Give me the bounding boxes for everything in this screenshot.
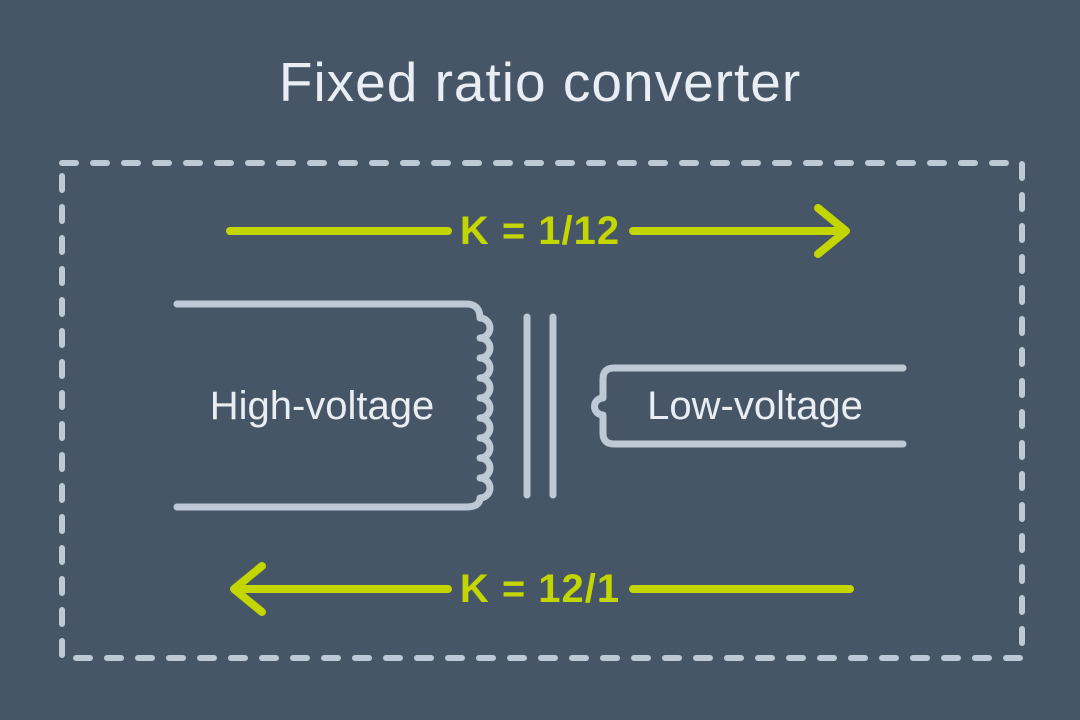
dashed-boundary [59, 160, 1025, 661]
secondary-winding-outline [591, 364, 907, 448]
primary-winding-outline [173, 300, 494, 511]
right-arrowhead-icon [814, 204, 850, 258]
transformer-core [523, 313, 557, 499]
diagram-title: Fixed ratio converter [278, 51, 802, 113]
bottom-ratio-label: K = 12/1 [459, 567, 621, 611]
low-voltage-label: Low-voltage [647, 384, 863, 428]
bottom-arrow [230, 562, 854, 616]
top-arrow [226, 204, 850, 258]
high-voltage-label: High-voltage [209, 384, 435, 428]
top-ratio-label: K = 1/12 [459, 209, 621, 253]
